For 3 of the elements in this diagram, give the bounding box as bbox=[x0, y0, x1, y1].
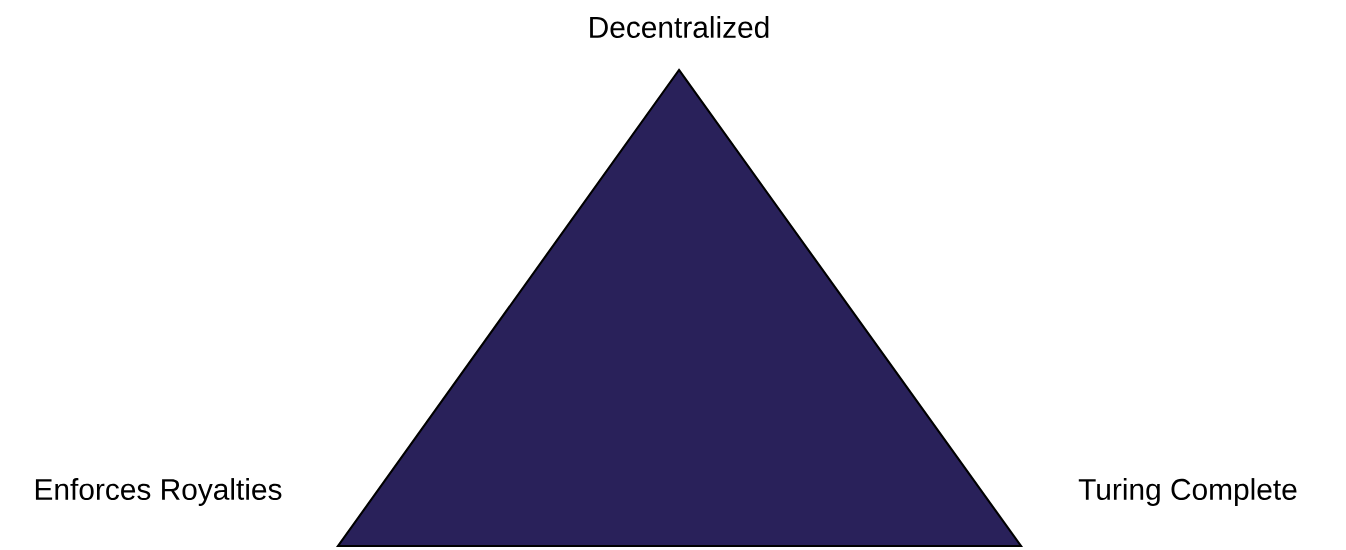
vertex-label: Decentralized bbox=[590, 16, 769, 38]
vertex-label: Turing Complete bbox=[1078, 478, 1297, 506]
vertex-label: Enforces Royalties bbox=[35, 478, 282, 506]
